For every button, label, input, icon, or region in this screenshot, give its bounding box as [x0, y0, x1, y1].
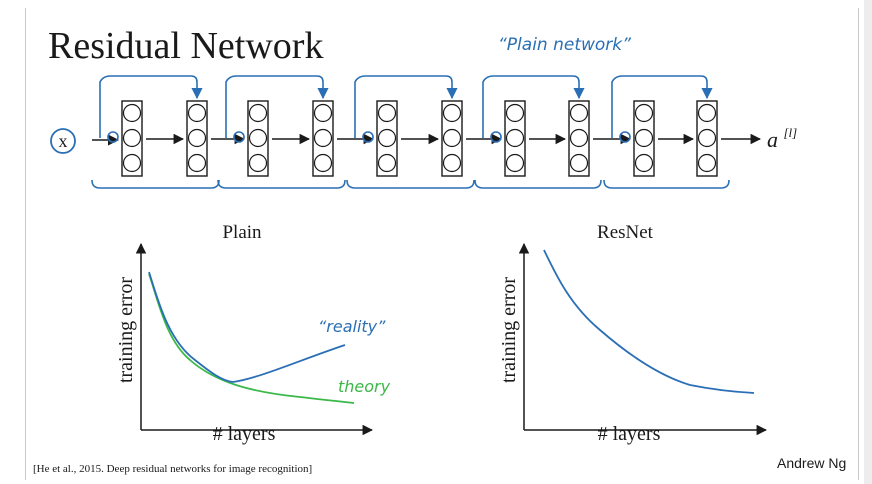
neuron: [248, 103, 268, 123]
neuron: [697, 128, 717, 148]
neuron: [442, 103, 462, 123]
input-circle: [50, 128, 76, 154]
layer-box: [504, 100, 526, 177]
output-label-base: a: [767, 127, 778, 152]
neuron: [634, 153, 654, 173]
block-brace: [217, 179, 346, 189]
add-node: [619, 131, 631, 143]
slide-border-left: [25, 8, 26, 480]
plain-plot: Plain training error # layers “reality” …: [115, 222, 391, 445]
add-node: [490, 131, 502, 143]
neuron: [505, 153, 525, 173]
add-node: [233, 131, 245, 143]
neuron: [442, 128, 462, 148]
block-brace: [346, 179, 475, 189]
citation: [He et al., 2015. Deep residual networks…: [33, 463, 312, 475]
neuron: [377, 128, 397, 148]
skip-connection: [225, 75, 329, 138]
resnet-curve: [543, 249, 755, 394]
layer-box: [441, 100, 463, 177]
resnet-plot-title: ResNet: [597, 222, 654, 243]
neuron: [442, 153, 462, 173]
scrollbar[interactable]: [864, 0, 872, 484]
skip-connection: [482, 75, 585, 138]
plain-theory-label: theory: [338, 377, 391, 396]
plain-x-label: # layers: [213, 423, 276, 445]
layer-box: [247, 100, 269, 177]
neuron: [122, 153, 142, 173]
neuron: [248, 153, 268, 173]
network-layers: [91, 75, 762, 189]
plain-plot-title: Plain: [222, 222, 262, 243]
add-node: [107, 131, 119, 143]
neuron: [569, 103, 589, 123]
output-label: a [l]: [767, 125, 797, 152]
resnet-y-label: training error: [498, 277, 520, 383]
block-brace: [474, 179, 602, 189]
neuron: [697, 153, 717, 173]
output-label-superscript: [l]: [784, 125, 798, 140]
neuron: [377, 153, 397, 173]
resnet-plot: ResNet training error # layers: [498, 222, 768, 445]
block-brace: [91, 179, 220, 189]
resnet-x-label: # layers: [598, 423, 661, 445]
plain-network-annotation: “Plain network”: [498, 35, 631, 55]
plain-reality-label: “reality”: [318, 317, 386, 336]
layer-box: [568, 100, 590, 177]
add-node: [362, 131, 374, 143]
neuron: [505, 103, 525, 123]
skip-connection: [611, 75, 713, 138]
neuron: [122, 128, 142, 148]
neuron: [187, 128, 207, 148]
layer-box: [696, 100, 718, 177]
skip-connection: [99, 75, 203, 138]
neuron: [187, 103, 207, 123]
svg-text:a [l]: a [l]: [767, 125, 797, 152]
neuron: [122, 103, 142, 123]
plain-y-label: training error: [115, 277, 137, 383]
author-name: Andrew Ng: [777, 455, 846, 471]
neuron: [634, 103, 654, 123]
neuron: [634, 128, 654, 148]
input-label: x: [59, 131, 68, 151]
layer-box: [376, 100, 398, 177]
neuron: [248, 128, 268, 148]
layer-box: [633, 100, 655, 177]
block-brace: [603, 179, 730, 189]
neuron: [377, 103, 397, 123]
skip-connection: [354, 75, 458, 138]
layer-box: [312, 100, 334, 177]
neuron: [569, 153, 589, 173]
layer-box: [121, 100, 143, 177]
input-node: x: [50, 128, 76, 154]
neuron: [313, 128, 333, 148]
neuron: [187, 153, 207, 173]
neuron: [313, 153, 333, 173]
slide-title: Residual Network: [48, 25, 323, 67]
plain-theory-curve: [148, 273, 355, 404]
neuron: [697, 103, 717, 123]
neuron: [569, 128, 589, 148]
plain-reality-curve: [148, 271, 346, 383]
layer-box: [186, 100, 208, 177]
neuron: [313, 103, 333, 123]
neuron: [505, 128, 525, 148]
slide-border-right: [858, 8, 859, 480]
